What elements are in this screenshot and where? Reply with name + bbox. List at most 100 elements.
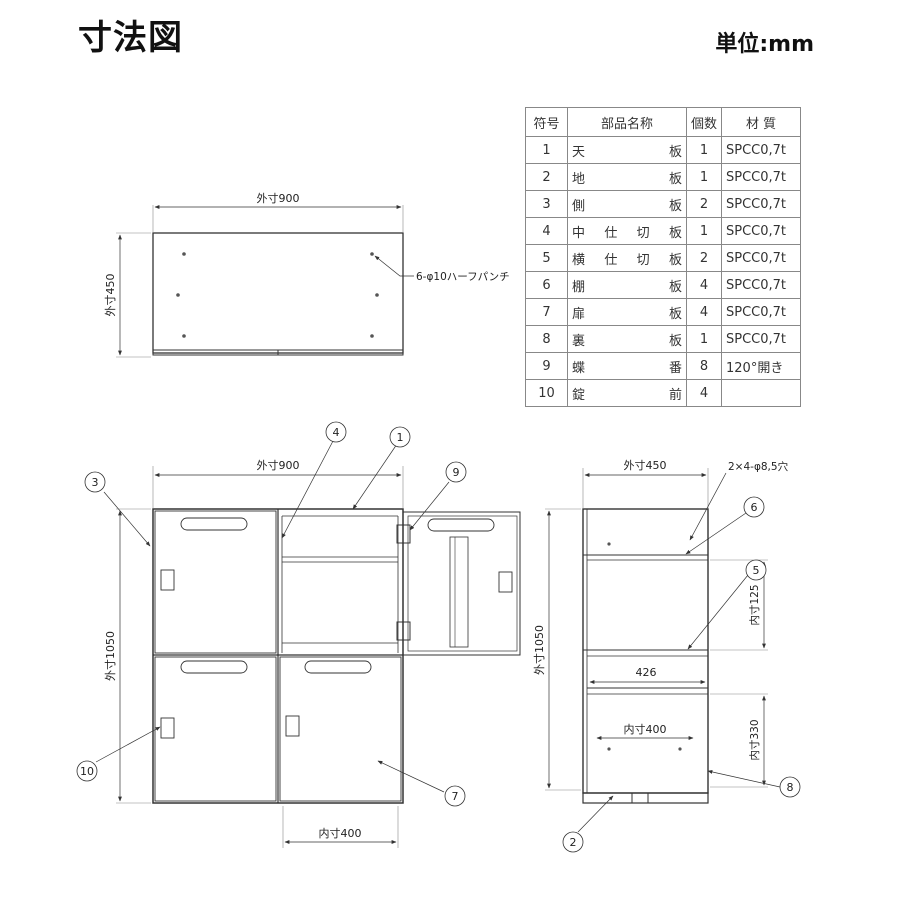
callout-6: 6 [751,501,758,514]
part-name: 側板 [567,190,687,218]
header-qty: 個数 [685,107,723,137]
part-name-char: 切 [636,252,650,268]
part-material: SPCC0,7t [721,190,802,218]
callout-7: 7 [452,790,459,803]
callout-circle-3 [84,471,106,493]
part-qty: 1 [685,217,723,245]
unit-label: 単位:mm [715,32,814,57]
part-name: 蝶番 [567,352,687,380]
callout-9: 9 [453,466,460,479]
leader-3 [103,491,151,547]
side-inner-125-label: 内寸125 [748,584,761,625]
part-name-char: 板 [668,252,682,268]
part-qty: 2 [685,190,723,218]
side-hole-note: 2×4-φ8,5穴 [728,460,789,473]
part-name-char: 横 [572,252,586,268]
part-name: 天板 [567,136,687,164]
part-name-char: 蝶 [572,360,586,376]
front-callout-numbers: 1 3 4 7 9 10 [80,426,460,803]
door-bottom-right [279,656,402,802]
leader-7 [377,760,445,793]
top-width-label: 外寸900 [257,191,300,205]
part-name-char: 番 [668,360,682,376]
parts-table-header: 符号 部品名称 個数 材 質 [525,107,802,137]
lock-bottom-right [285,715,300,737]
part-name-char: 板 [668,333,682,349]
part-name: 棚板 [567,271,687,299]
top-hole-leader [374,255,414,277]
part-name-char: 側 [572,198,586,214]
front-height-label: 外寸1050 [103,631,117,681]
callout-circle-9 [445,461,467,483]
front-view [76,421,521,848]
part-no: 8 [525,325,568,353]
part-name-char: 中 [572,225,586,241]
door-top-left [154,510,277,654]
side-view [545,468,801,853]
leader-10 [95,726,161,763]
part-name-char: 扉 [572,306,586,322]
callout-circle-7 [444,785,466,807]
callout-1: 1 [397,431,404,444]
part-material: SPCC0,7t [721,271,802,299]
part-material: SPCC0,7t [721,244,802,272]
part-name-char: 地 [572,171,586,187]
lock-open-door [498,571,513,593]
part-name: 錠前 [567,379,687,407]
part-no: 4 [525,217,568,245]
front-inner-label: 内寸400 [319,826,362,840]
header-material: 材 質 [721,107,802,137]
part-name-char: 前 [668,387,682,403]
part-qty: 1 [685,325,723,353]
side-hole-leader [689,472,727,541]
part-no: 5 [525,244,568,272]
part-name-char: 仕 [604,225,618,241]
header-no: 符号 [525,107,568,137]
part-name: 地板 [567,163,687,191]
side-depth-426-label: 426 [636,666,657,679]
side-holes [607,542,682,751]
part-material: 120°開き [721,352,802,380]
leader-4 [281,440,334,539]
part-material: SPCC0,7t [721,217,802,245]
top-depth-label: 外寸450 [103,274,117,317]
part-name-char: 板 [668,225,682,241]
top-hole-note: 6-φ10ハーフパンチ [416,271,510,283]
part-name-char: 切 [636,225,650,241]
leader-9 [409,481,450,531]
part-qty: 4 [685,298,723,326]
part-no: 10 [525,379,568,407]
callout-3: 3 [92,476,99,489]
part-name-char: 錠 [572,387,586,403]
part-name-char: 板 [668,279,682,295]
callout-8: 8 [787,781,794,794]
leader-8 [707,770,781,788]
callout-circle-6 [743,496,765,518]
callout-2: 2 [570,836,577,849]
part-qty: 8 [685,352,723,380]
side-inner-330-label: 内寸330 [748,719,761,760]
top-view-outline [152,232,404,354]
door-open [402,511,521,656]
callout-5: 5 [753,564,760,577]
leader-6 [685,512,747,555]
front-width-label: 外寸900 [257,458,300,472]
part-name-char: 裏 [572,333,586,349]
callout-circle-2 [562,831,584,853]
part-name-char: 天 [572,144,586,160]
lock-top-left [160,569,175,591]
side-width-label: 外寸450 [624,458,667,472]
callout-4: 4 [333,426,340,439]
top-view [116,205,414,358]
side-inner-400-label: 内寸400 [624,722,667,736]
part-name-char: 板 [668,144,682,160]
callout-circle-5 [745,559,767,581]
